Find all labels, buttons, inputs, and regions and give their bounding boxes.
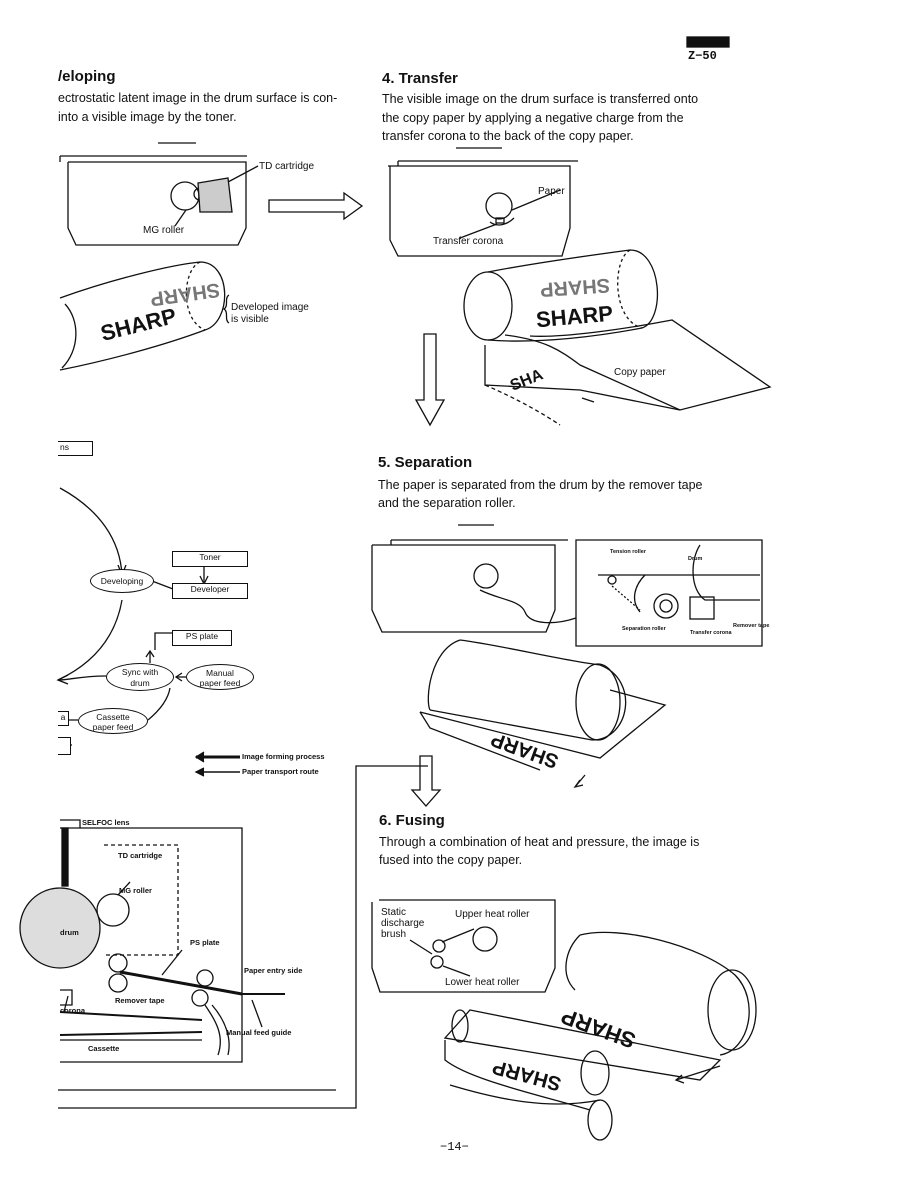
machine-mg-roller-label: MG roller <box>119 886 152 895</box>
separation-line-2: and the separation roller. <box>378 496 516 510</box>
developing-title: /eloping <box>58 68 116 85</box>
separation-roller-label: Separation roller <box>622 626 666 632</box>
left-box-a: a <box>58 711 69 726</box>
sync-node: Sync with drum <box>106 663 174 691</box>
right-arrow-icon <box>268 191 364 221</box>
fusing-line-2: fused into the copy paper. <box>379 853 523 867</box>
machine-remover-tape-label: Remover tape <box>115 996 165 1005</box>
developing-line-2: into a visible image by the toner. <box>58 110 237 124</box>
paper-entry-side-label: Paper entry side <box>244 966 303 975</box>
page-code: Z−50 <box>688 49 717 63</box>
transfer-title: 4. Transfer <box>382 70 458 87</box>
cassette-line-1: Cassette <box>96 712 130 722</box>
sync-line-1: Sync with <box>121 667 159 677</box>
cassette-line-2: paper feed <box>92 722 134 732</box>
cassette-feed-node: Cassette paper feed <box>78 708 148 734</box>
machine-ps-plate-label: PS plate <box>190 938 220 947</box>
transfer-line-1: The visible image on the drum surface is… <box>382 92 699 106</box>
transfer-corona-label: Transfer corona <box>433 236 504 247</box>
sync-line-2: drum <box>130 678 150 688</box>
lens-box: ns <box>58 441 93 456</box>
separation-line-1: The paper is separated from the drum by … <box>378 478 703 492</box>
selfoc-lens-label: SELFOC lens <box>82 818 130 827</box>
transfer-drum-roller <box>485 192 513 220</box>
static-line-1: Static <box>381 907 407 918</box>
tension-roller-label: Tension roller <box>610 549 646 555</box>
lower-heat-roller-label: Lower heat roller <box>445 977 520 988</box>
manual-feed-node: Manual paper feed <box>186 664 254 690</box>
upper-heat-roller-label: Upper heat roller <box>455 909 530 920</box>
static-line-2: discharge <box>381 918 425 929</box>
developing-node: Developing <box>90 569 154 593</box>
developed-visible-label: is visible <box>231 314 269 325</box>
fusing-line-1: Through a combination of heat and pressu… <box>379 835 700 849</box>
header-bar <box>686 36 730 48</box>
legend-image-forming: Image forming process <box>242 752 325 761</box>
toner-box: Toner <box>172 551 248 567</box>
separation-title: 5. Separation <box>378 454 473 471</box>
legend-paper-transport: Paper transport route <box>242 767 319 776</box>
transfer-drum-logo-faint: SHARP <box>539 273 611 301</box>
down-arrow-icon <box>414 333 446 427</box>
static-discharge-brush-label: Static discharge brush <box>381 907 424 940</box>
manual-feed-guide-label: Manual feed guide <box>226 1028 292 1037</box>
left-box-empty <box>58 737 71 755</box>
static-line-3: brush <box>381 929 407 940</box>
transfer-line-2: the copy paper by applying a negative ch… <box>382 111 684 125</box>
paper-label: Paper <box>538 186 565 197</box>
copy-paper-label: Copy paper <box>614 367 666 378</box>
transfer-line-3: transfer corona to the back of the copy … <box>382 129 634 143</box>
machine-cassette-label: Cassette <box>88 1044 120 1053</box>
developing-line-1: ectrostatic latent image in the drum sur… <box>58 91 338 105</box>
manual-line-2: paper feed <box>199 678 241 688</box>
td-cartridge-label: TD cartridge <box>259 161 315 172</box>
transfer-corona-small-label: Transfer corona <box>690 630 732 636</box>
developed-image-label: Developed image <box>231 302 309 313</box>
machine-td-cartridge-label: TD cartridge <box>118 851 163 860</box>
machine-drum-label: drum <box>60 928 79 937</box>
ps-plate-box: PS plate <box>172 630 232 646</box>
drum-label: Drum <box>688 556 703 562</box>
manual-line-1: Manual <box>206 668 234 678</box>
developer-box: Developer <box>172 583 248 599</box>
remover-tape-label: Remover tape <box>733 623 770 629</box>
fusing-title: 6. Fusing <box>379 812 445 829</box>
page-number: −14− <box>440 1140 469 1154</box>
mg-roller-label: MG roller <box>143 225 185 236</box>
machine-corona-label: corona <box>60 1006 86 1015</box>
